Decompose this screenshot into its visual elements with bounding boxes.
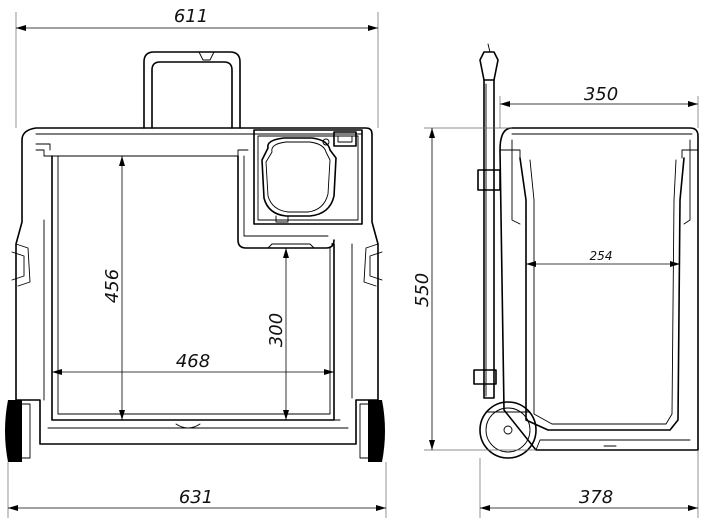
side-view [473,43,699,459]
dim-611-label: 611 [174,6,208,27]
dim-254-label: 254 [590,249,613,263]
inner-compartment [51,155,335,421]
dim-300-label: 300 [266,313,287,347]
front-dimensions [7,12,387,518]
dim-378-label: 378 [579,487,613,508]
side-wheel [479,401,537,459]
dim-550-label: 550 [412,273,433,307]
dim-350-label: 350 [584,84,618,105]
front-view [5,51,385,462]
compressor-compartment [253,129,363,225]
dimension-labels: 611 631 456 468 300 350 550 254 378 [102,6,618,508]
cooler-body [11,127,383,445]
dim-456-label: 456 [102,269,123,303]
side-body [499,127,699,451]
dim-468-label: 468 [176,351,210,372]
side-handle [473,43,501,399]
left-wheel [5,400,31,462]
side-dimensions [424,96,699,518]
right-wheel [359,400,385,462]
telescopic-handle [143,51,241,129]
dim-631-label: 631 [179,487,213,508]
